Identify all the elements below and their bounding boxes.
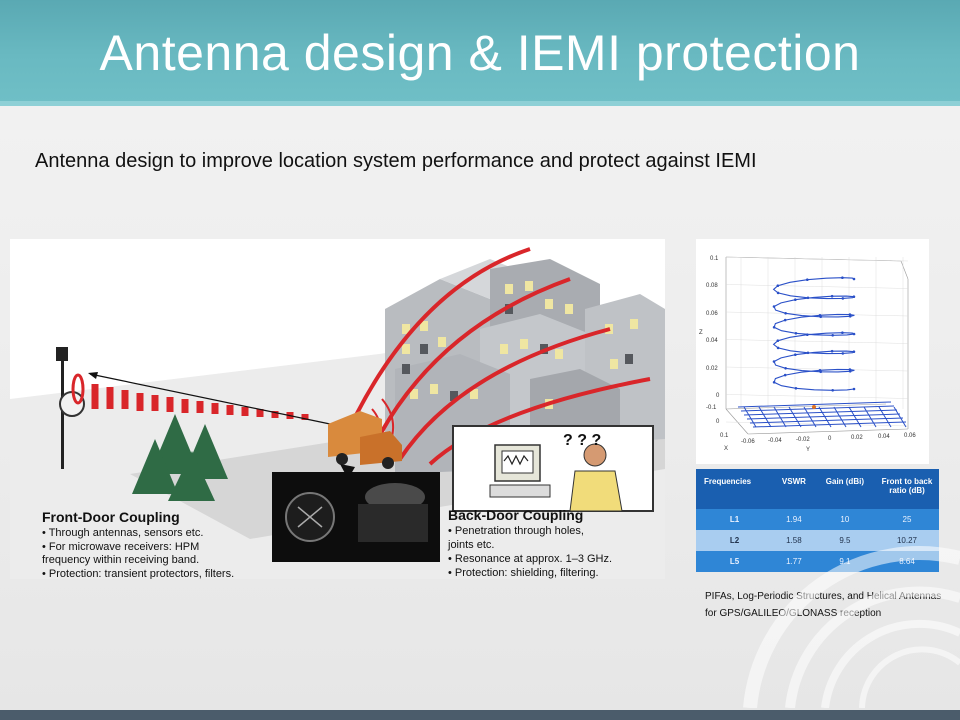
table-cell: 25: [875, 509, 939, 530]
table-header-row: Frequencies VSWR Gain (dBi) Front to bac…: [696, 469, 939, 509]
x-tick-label: 0: [716, 419, 720, 425]
front-door-heading: Front-Door Coupling: [42, 509, 180, 525]
table-row: L2 1.58 9.5 10.27: [696, 530, 939, 551]
x-tick-label: 0.1: [720, 433, 729, 439]
front-door-bullet: • For microwave receivers: HPM: [42, 541, 199, 553]
table-cell: 9.5: [814, 530, 875, 551]
y-tick-label: -0.02: [796, 437, 810, 443]
z-tick-label: 0.02: [706, 366, 718, 372]
table-cell: 1.77: [773, 551, 815, 572]
z-tick-label: 0: [716, 393, 720, 399]
iemi-coupling-illustration: ? ? ? Front-Door Coupling • Through ante…: [10, 239, 665, 579]
z-tick-label: 0.04: [706, 338, 718, 344]
y-tick-label: 0.02: [851, 435, 863, 441]
table-cell: 1.58: [773, 530, 815, 551]
table-cell: 10.27: [875, 530, 939, 551]
y-tick-label: -0.04: [768, 438, 782, 444]
hpm-source-van: [328, 411, 402, 469]
title-bar: Antenna design & IEMI protection: [0, 0, 960, 106]
slide-subtitle: Antenna design to improve location syste…: [35, 150, 757, 172]
y-tick-label: -0.06: [741, 439, 755, 445]
table-row: L1 1.94 10 25: [696, 509, 939, 530]
z-tick-label: 0.06: [706, 311, 718, 317]
column-header: Gain (dBi): [814, 469, 875, 509]
front-door-bullet: • Protection: transient protectors, filt…: [42, 568, 234, 579]
watermark-rings: [743, 546, 960, 708]
slide-title: Antenna design & IEMI protection: [99, 25, 861, 81]
back-door-bullet: joints etc.: [447, 539, 494, 551]
column-header: VSWR: [773, 469, 815, 509]
footer-bar: [0, 710, 960, 720]
back-door-bullet: • Penetration through holes,: [448, 525, 584, 537]
table-cell: L5: [696, 551, 774, 572]
trees: [132, 414, 228, 501]
x-tick-label: -0.1: [706, 405, 717, 411]
svg-text:? ? ?: ? ? ?: [563, 432, 601, 449]
back-door-heading: Back-Door Coupling: [448, 507, 583, 523]
radiated-wave-arcs: [338, 247, 651, 466]
table-cell: 1.94: [773, 509, 815, 530]
inset-dish-scene: [272, 464, 440, 562]
z-tick-label: 0.1: [710, 256, 719, 262]
back-door-bullet: • Protection: shielding, filtering.: [448, 567, 599, 579]
helical-antenna-plot: 0.1 0.08 0.06 0.04 0.02 0 Z -0.1 0 0.1 X…: [696, 239, 929, 464]
front-door-bullet: • Through antennas, sensors etc.: [42, 527, 203, 539]
antenna-mast: [56, 347, 85, 469]
x-axis-label: X: [724, 446, 728, 452]
front-door-bullet: frequency within receiving band.: [42, 554, 199, 566]
table-cell: 10: [814, 509, 875, 530]
back-door-bullet: • Resonance at approx. 1–3 GHz.: [448, 553, 612, 565]
back-door-coupling-text: Back-Door Coupling • Penetration through…: [447, 507, 612, 579]
z-tick-label: 0.08: [706, 283, 718, 289]
front-door-coupling-text: Front-Door Coupling • Through antennas, …: [42, 509, 234, 579]
y-tick-label: 0.06: [904, 433, 916, 439]
z-axis-label: Z: [699, 330, 703, 336]
column-header: Front to back ratio (dB): [875, 469, 939, 509]
inset-computer-user: ? ? ?: [452, 425, 654, 512]
y-tick-label: 0: [828, 436, 832, 442]
table-cell: L2: [696, 530, 774, 551]
column-header: Frequencies: [696, 469, 774, 509]
plot-axes-frame: [725, 256, 909, 435]
y-axis-label: Y: [806, 447, 810, 453]
table-cell: L1: [696, 509, 774, 530]
y-tick-label: 0.04: [878, 434, 890, 440]
